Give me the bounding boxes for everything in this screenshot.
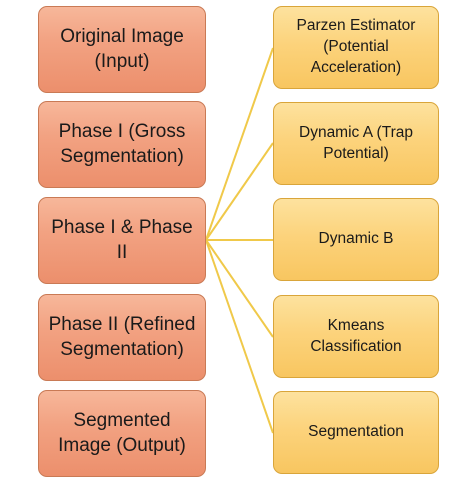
segmented-image-output-box: Segmented Image (Output): [38, 390, 206, 477]
connector-to-parzen-estimator: [205, 47, 274, 241]
dynamic-a-box: Dynamic A (Trap Potential): [273, 102, 439, 185]
original-image-box: Original Image (Input): [38, 6, 206, 93]
dynamic-b-box: Dynamic B: [273, 198, 439, 281]
kmeans-classification-box: Kmeans Classification: [273, 295, 439, 378]
connector-to-segmentation: [205, 239, 274, 434]
parzen-estimator-box: Parzen Estimator (Potential Acceleration…: [273, 6, 439, 89]
segmentation-box: Segmentation: [273, 391, 439, 474]
phase-one-and-phase-two-box: Phase I & Phase II: [38, 197, 206, 284]
connector-to-kmeans-classification: [205, 239, 274, 338]
connector-to-dynamic-a: [205, 142, 274, 241]
phase-one-gross-segmentation-box: Phase I (Gross Segmentation): [38, 101, 206, 188]
phase-two-refined-segmentation-box: Phase II (Refined Segmentation): [38, 294, 206, 381]
